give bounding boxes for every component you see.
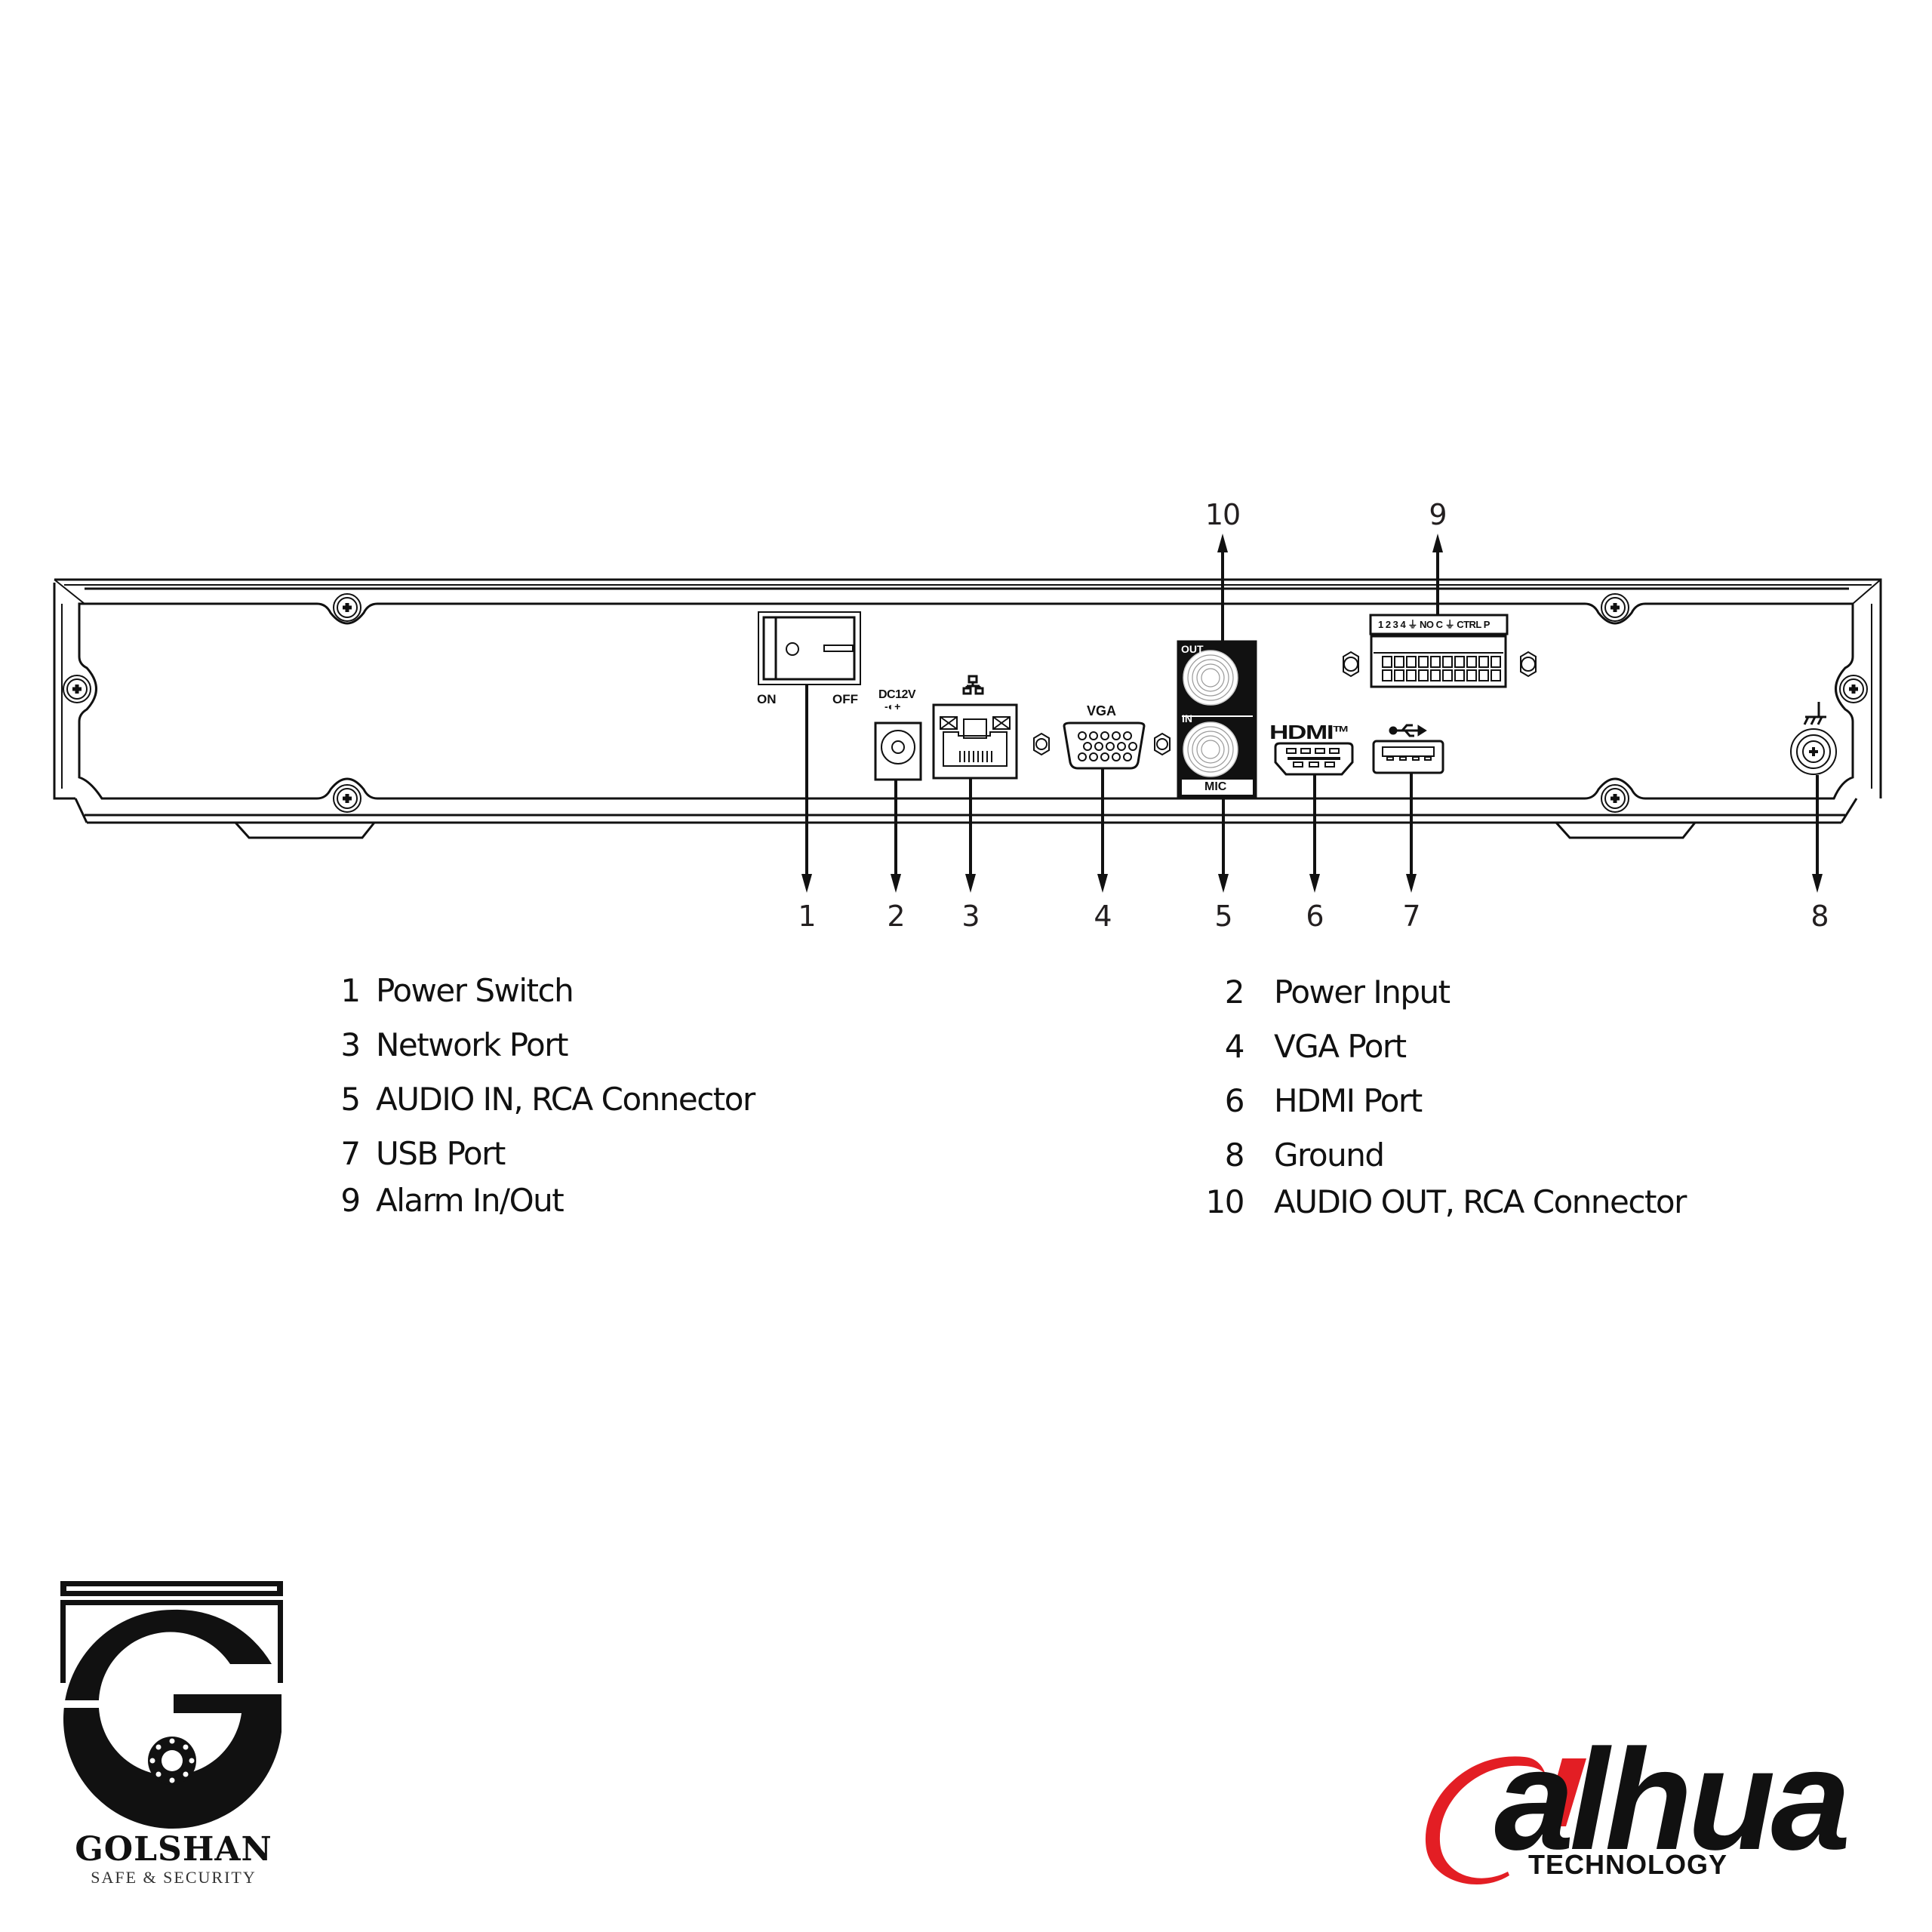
audio-out-label: OUT [1181, 643, 1204, 655]
vga-port [1033, 721, 1171, 770]
hdmi-port [1274, 742, 1354, 776]
rj45-network-port [932, 703, 1018, 780]
callout-number: 3 [961, 900, 980, 933]
dahua-wordmark: alhua [1494, 1720, 1850, 1880]
polarity-icon: -◐+ [884, 700, 901, 712]
dc12v-label: DC12V [878, 688, 916, 701]
ground-icon [1803, 702, 1826, 725]
golshan-name: GOLSHAN [75, 1830, 272, 1869]
callout-number: 7 [1402, 900, 1420, 933]
callout-number: 2 [887, 900, 905, 933]
dahua-swoosh-icon [1425, 1756, 1586, 1885]
callout-number: 10 [1204, 498, 1241, 531]
nvr-rear-panel-drawing [53, 534, 1882, 893]
golshan-logo: GOLSHAN SAFE & SECURITY [60, 1581, 287, 1883]
golshan-g-mark-icon [60, 1581, 283, 1829]
callout-number: 6 [1306, 900, 1324, 933]
callout-number: 9 [1429, 498, 1447, 531]
dahua-logo: alhua TECHNOLOGY [1411, 1720, 1902, 1887]
mic-label: MIC [1204, 780, 1227, 793]
chassis-outline [53, 578, 1882, 839]
vga-label: VGA [1087, 703, 1117, 718]
hdmi-logo: HDMITM [1269, 721, 1348, 743]
callout-number: 1 [798, 900, 816, 933]
switch-off-label: OFF [832, 692, 858, 706]
alarm-terminal-labels: 1 2 3 4 ⏚ NO C ⏚ CTRL P [1378, 619, 1490, 630]
power-switch [758, 611, 861, 685]
golshan-tagline: SAFE & SECURITY [91, 1868, 257, 1883]
callout-number: 8 [1810, 900, 1829, 933]
callout-arrows [801, 534, 1823, 893]
audio-in-label: IN [1182, 712, 1192, 724]
dc-power-jack [874, 721, 922, 781]
ground-terminal [1790, 728, 1837, 775]
chassis-screws [63, 593, 1868, 813]
usb-icon [1389, 724, 1427, 737]
dahua-tagline: TECHNOLOGY [1528, 1849, 1728, 1880]
switch-on-label: ON [757, 692, 777, 706]
callout-number: 5 [1214, 900, 1232, 933]
network-icon [962, 675, 984, 695]
callout-number: 4 [1094, 900, 1112, 933]
rca-audio-block [1177, 640, 1257, 798]
usb-port [1372, 740, 1444, 774]
